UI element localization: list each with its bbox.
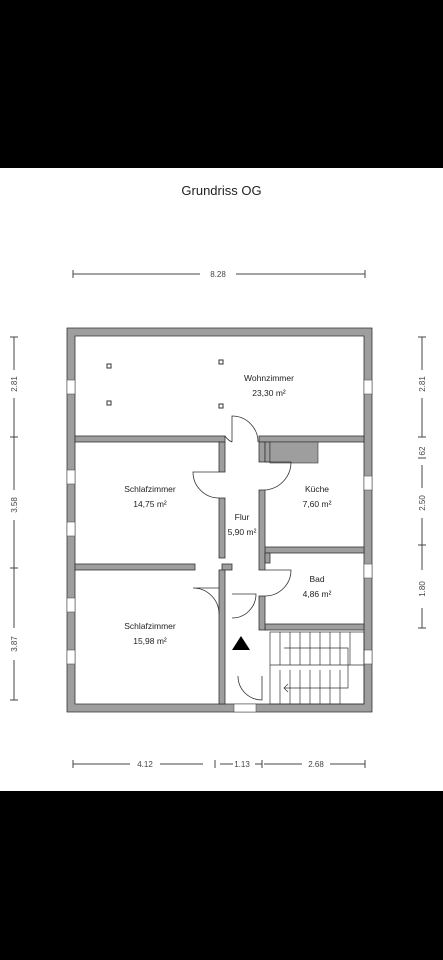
dim-left-3: 3.87 bbox=[10, 636, 19, 652]
dim-right-1: 2.81 bbox=[418, 376, 427, 392]
dim-top: 8.28 bbox=[210, 270, 226, 279]
dim-left-1: 2.81 bbox=[10, 376, 19, 392]
dim-right-4: 1.80 bbox=[418, 581, 427, 597]
dim-left-2: 3.58 bbox=[10, 497, 19, 513]
room-area-flur: 5,90 m² bbox=[228, 527, 257, 537]
room-area-wohnzimmer: 23,30 m² bbox=[252, 388, 286, 398]
room-name-schlafzimmer-2: Schlafzimmer bbox=[124, 621, 176, 631]
room-name-schlafzimmer-1: Schlafzimmer bbox=[124, 484, 176, 494]
plan-title: Grundriss OG bbox=[181, 183, 262, 198]
dim-right-3: 2.50 bbox=[418, 495, 427, 511]
windows bbox=[66, 379, 373, 713]
room-area-bad: 4,86 m² bbox=[303, 589, 332, 599]
dimension-lines bbox=[10, 270, 426, 768]
doors bbox=[192, 415, 292, 701]
walls bbox=[66, 327, 373, 713]
room-area-schlafzimmer-2: 15,98 m² bbox=[133, 636, 167, 646]
dim-right-2: 62 bbox=[418, 446, 427, 455]
ceiling-markers bbox=[106, 359, 224, 409]
room-name-bad: Bad bbox=[309, 574, 324, 584]
room-name-wohnzimmer: Wohnzimmer bbox=[244, 373, 294, 383]
room-area-schlafzimmer-1: 14,75 m² bbox=[133, 499, 167, 509]
room-name-kueche: Küche bbox=[305, 484, 329, 494]
staircase bbox=[269, 631, 365, 705]
dim-bottom-3: 2.68 bbox=[308, 760, 324, 769]
shaft bbox=[269, 441, 319, 464]
room-name-flur: Flur bbox=[235, 512, 250, 522]
dim-bottom-2: 1.13 bbox=[234, 760, 250, 769]
room-area-kueche: 7,60 m² bbox=[303, 499, 332, 509]
entry-marker-triangle bbox=[232, 636, 250, 650]
dim-bottom-1: 4.12 bbox=[137, 760, 153, 769]
